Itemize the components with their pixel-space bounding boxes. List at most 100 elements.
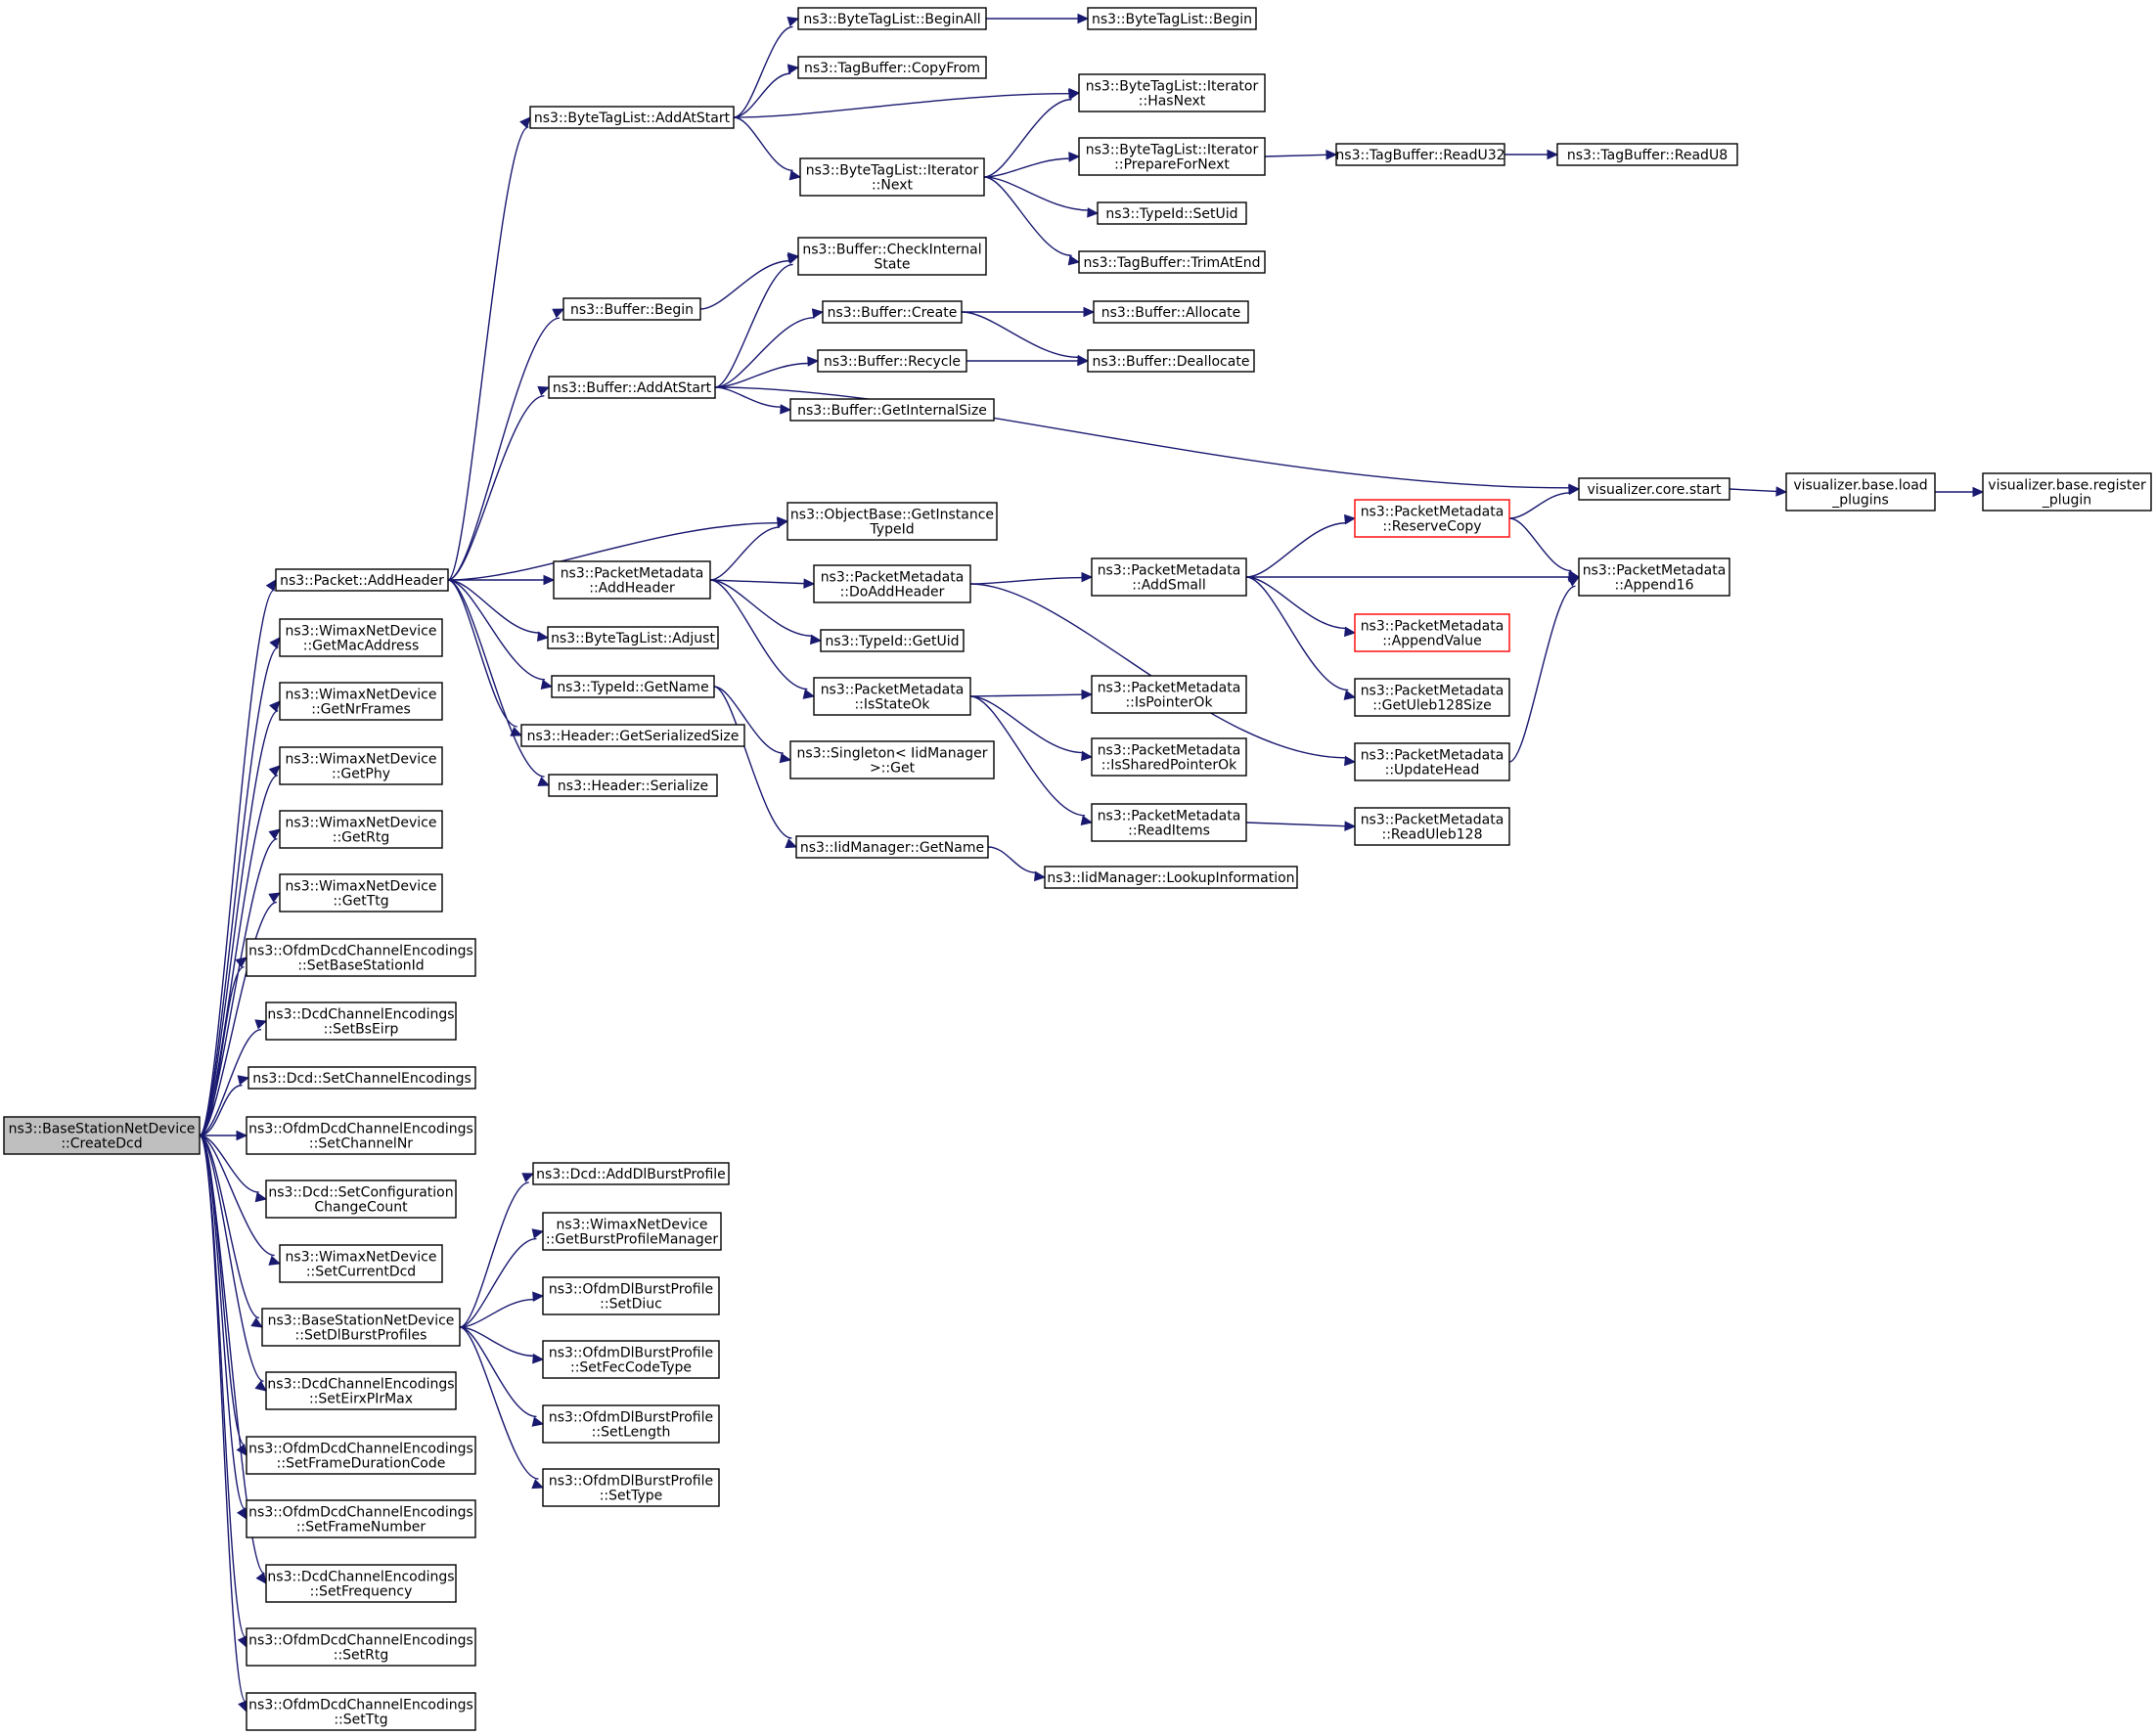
call-edge [733,116,802,181]
node-label: ::ReadItems [1128,823,1210,839]
function-node-pm-getuleb[interactable]: ns3::PacketMetadata::GetUleb128Size [1354,678,1510,717]
function-node-btl-beginall[interactable]: ns3::ByteTagList::BeginAll [797,7,987,30]
function-node-btl-begin[interactable]: ns3::ByteTagList::Begin [1087,7,1257,30]
call-edge [199,765,281,1136]
function-node-pm-addheader[interactable]: ns3::PacketMetadata::AddHeader [553,560,711,600]
function-node-root[interactable]: ns3::BaseStationNetDevice::CreateDcd [3,1116,201,1155]
node-label: ns3::ByteTagList::BeginAll [803,12,980,27]
function-node-tid-setuid[interactable]: ns3::TypeId::SetUid [1097,201,1247,225]
function-node-btl-it-next[interactable]: ns3::ByteTagList::Iterator::Next [799,157,985,197]
function-node-btl-adjust[interactable]: ns3::ByteTagList::Adjust [547,626,719,649]
function-node-setcurdcd[interactable]: ns3::WimaxNetDevice::SetCurrentDcd [279,1244,443,1283]
function-node-pm-readuleb[interactable]: ns3::PacketMetadata::ReadUleb128 [1354,807,1510,846]
node-box [789,740,995,779]
function-node-pm-issharedptr[interactable]: ns3::PacketMetadata::IsSharedPointerOk [1091,737,1247,777]
node-label: ns3::IidManager::LookupInformation [1047,870,1294,886]
function-node-odbp-setfec[interactable]: ns3::OfdmDlBurstProfile::SetFecCodeType [542,1340,720,1379]
call-edge [448,574,556,586]
function-node-tb-readu32[interactable]: ns3::TagBuffer::ReadU32 [1335,143,1505,166]
function-node-setttg[interactable]: ns3::OfdmDcdChannelEncodings::SetTtg [246,1692,476,1731]
function-node-tid-getuid[interactable]: ns3::TypeId::GetUid [820,629,965,652]
function-node-setfn[interactable]: ns3::OfdmDcdChannelEncodings::SetFrameNu… [246,1499,476,1538]
call-edge [987,846,1047,882]
function-node-buf-create[interactable]: ns3::Buffer::Create [822,300,963,324]
function-node-setrtg[interactable]: ns3::OfdmDcdChannelEncodings::SetRtg [246,1627,476,1667]
node-label: ::SetDiuc [600,1297,662,1313]
function-node-getttg[interactable]: ns3::WimaxNetDevice::GetTtg [279,873,443,913]
function-node-viz-load[interactable]: visualizer.base.load_plugins [1785,472,1936,512]
function-node-btl-it-hasnext[interactable]: ns3::ByteTagList::Iterator::HasNext [1078,73,1266,112]
node-label: visualizer.core.start [1588,482,1722,498]
function-node-getrtg[interactable]: ns3::WimaxNetDevice::GetRtg [279,810,443,849]
function-node-buf-dealloc[interactable]: ns3::Buffer::Deallocate [1087,349,1255,373]
function-node-pm-append16[interactable]: ns3::PacketMetadata::Append16 [1578,557,1730,597]
arrowhead [254,1019,268,1030]
function-node-setchenc[interactable]: ns3::Dcd::SetChannelEncodings [247,1066,476,1090]
function-node-odbp-settype[interactable]: ns3::OfdmDlBurstProfile::SetType [542,1468,720,1507]
node-box [265,1371,457,1410]
function-node-getnrf[interactable]: ns3::WimaxNetDevice::GetNrFrames [279,682,443,721]
function-node-iid-getname[interactable]: ns3::IidManager::GetName [795,835,989,859]
function-node-odbp-setdiuc[interactable]: ns3::OfdmDlBurstProfile::SetDiuc [542,1276,720,1315]
call-edges [199,13,1985,1714]
function-node-tb-readu8[interactable]: ns3::TagBuffer::ReadU8 [1556,143,1738,166]
function-node-pm-addsmall[interactable]: ns3::PacketMetadata::AddSmall [1091,557,1247,597]
function-node-hdr-serialize[interactable]: ns3::Header::Serialize [548,774,718,797]
function-node-odbp-setlen[interactable]: ns3::OfdmDlBurstProfile::SetLength [542,1404,720,1444]
function-node-setbsid[interactable]: ns3::OfdmDcdChannelEncodings::SetBaseSta… [246,938,476,977]
function-node-pm-doaddheader[interactable]: ns3::PacketMetadata::DoAddHeader [813,564,971,603]
function-node-tid-getname[interactable]: ns3::TypeId::GetName [551,675,715,698]
node-label: ns3::ByteTagList::Iterator [806,163,979,179]
call-edge [199,957,247,1136]
call-edge [709,579,816,699]
arrowhead [236,1444,247,1456]
function-node-viz-register[interactable]: visualizer.base.register_plugin [1982,472,2152,512]
function-node-setfdc[interactable]: ns3::OfdmDcdChannelEncodings::SetFrameDu… [246,1436,476,1475]
function-node-buf-addatstart[interactable]: ns3::Buffer::AddAtStart [548,376,716,399]
function-node-tb-copyfrom[interactable]: ns3::TagBuffer::CopyFrom [797,56,987,79]
function-node-getphy[interactable]: ns3::WimaxNetDevice::GetPhy [279,746,443,785]
node-box [1091,557,1247,597]
function-node-buf-recycle[interactable]: ns3::Buffer::Recycle [817,349,967,373]
function-node-singleton-get[interactable]: ns3::Singleton< IidManager>::Get [789,740,995,779]
function-node-hdr-getsize[interactable]: ns3::Header::GetSerializedSize [520,724,745,747]
function-node-pm-ispointerok[interactable]: ns3::PacketMetadata::IsPointerOk [1091,675,1247,714]
function-node-btl-addatstart[interactable]: ns3::ByteTagList::AddAtStart [529,106,735,129]
function-node-getmac[interactable]: ns3::WimaxNetDevice::GetMacAddress [279,618,443,657]
function-node-buf-getintsize[interactable]: ns3::Buffer::GetInternalSize [789,398,995,422]
node-label: ::GetMacAddress [303,639,420,654]
function-node-setfreq[interactable]: ns3::DcdChannelEncodings::SetFrequency [265,1564,457,1603]
function-node-viz-start[interactable]: visualizer.core.start [1578,477,1730,501]
function-node-buf-begin[interactable]: ns3::Buffer::Begin [562,297,701,321]
node-label: ::SetEirxPIrMax [309,1392,413,1407]
function-node-pm-reservecopy[interactable]: ns3::PacketMetadata::ReserveCopy [1354,499,1510,538]
arrowhead [537,777,551,786]
node-label: >::Get [870,761,916,777]
arrowhead [1087,207,1100,218]
function-node-addheader[interactable]: ns3::Packet::AddHeader [275,568,449,592]
function-node-wnd-getbpm[interactable]: ns3::WimaxNetDevice::GetBurstProfileMana… [542,1212,722,1251]
function-node-pm-updatehead[interactable]: ns3::PacketMetadata::UpdateHead [1354,742,1510,781]
node-label: ns3::Dcd::AddDlBurstProfile [536,1167,726,1182]
function-node-buf-allocate[interactable]: ns3::Buffer::Allocate [1093,300,1249,324]
function-node-setdlbp[interactable]: ns3::BaseStationNetDevice::SetDlBurstPro… [261,1308,461,1347]
function-node-seteirx[interactable]: ns3::DcdChannelEncodings::SetEirxPIrMax [265,1371,457,1410]
function-node-pm-isstateok[interactable]: ns3::PacketMetadata::IsStateOk [813,677,971,716]
function-node-setbseirp[interactable]: ns3::DcdChannelEncodings::SetBsEirp [265,1002,457,1041]
function-node-tb-trimatend[interactable]: ns3::TagBuffer::TrimAtEnd [1078,250,1266,274]
function-node-pm-readitems[interactable]: ns3::PacketMetadata::ReadItems [1091,803,1247,842]
function-node-btl-it-prep[interactable]: ns3::ByteTagList::Iterator::PrepareForNe… [1078,137,1266,176]
call-edge [199,1135,247,1649]
node-label: ns3::ByteTagList::Iterator [1086,143,1259,158]
arrowhead [532,1353,545,1364]
function-node-setchnr[interactable]: ns3::OfdmDcdChannelEncodings::SetChannel… [246,1116,476,1155]
function-node-dcd-adddlbp[interactable]: ns3::Dcd::AddDlBurstProfile [532,1162,730,1185]
function-node-pm-appendvalue[interactable]: ns3::PacketMetadata::AppendValue [1354,613,1510,652]
call-edge [199,828,281,1136]
function-node-iid-lookup[interactable]: ns3::IidManager::LookupInformation [1044,866,1298,889]
node-box [797,56,987,79]
arrowhead [532,1291,545,1303]
